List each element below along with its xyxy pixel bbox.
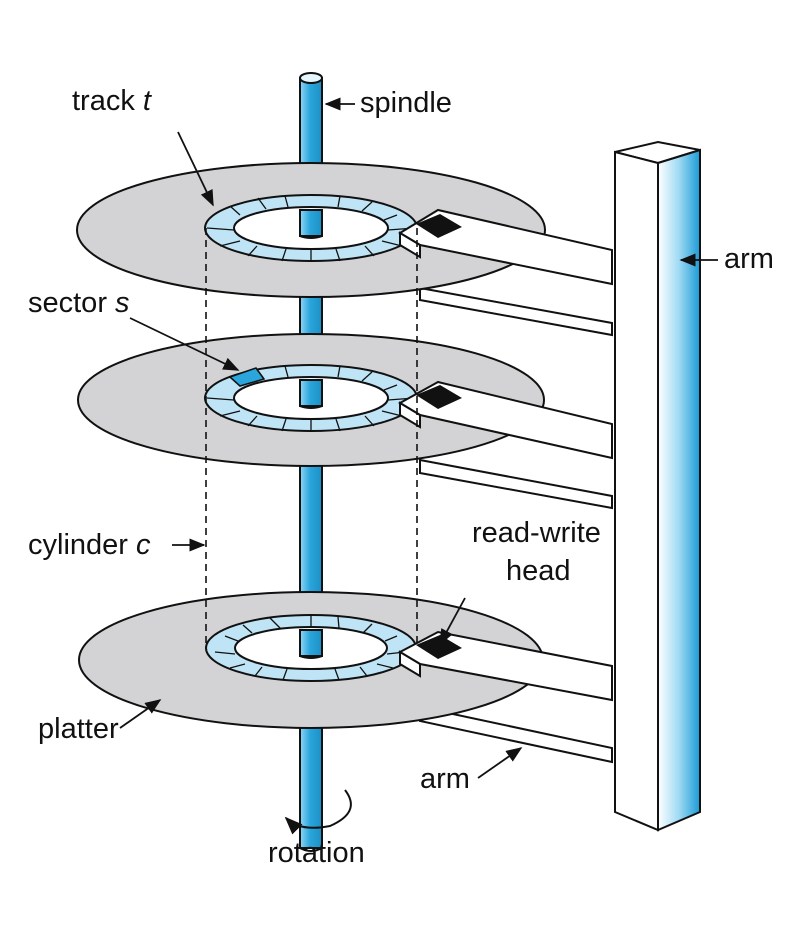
- read-write-leader: [439, 597, 466, 646]
- arm-top-label: arm: [724, 243, 774, 275]
- platter-2: [77, 333, 613, 510]
- read-write-label-line1: read-write: [472, 517, 601, 549]
- platter-leader: [119, 699, 162, 729]
- platter-3: [78, 591, 613, 764]
- track-sectors-3: [214, 615, 406, 681]
- rotation-label: rotation: [268, 837, 365, 869]
- track-sectors-2: [206, 365, 416, 432]
- rotation-arrow-icon: [284, 789, 352, 835]
- track-sectors-1: [206, 195, 416, 262]
- arm-column-left-face: [614, 150, 659, 832]
- sector-leader: [129, 317, 240, 371]
- spindle-top: [299, 72, 323, 84]
- platter-label: platter: [38, 713, 119, 745]
- read-write-head-1: [416, 214, 462, 238]
- track-leader: [177, 131, 214, 207]
- cylinder-outline: [205, 228, 418, 648]
- track-label: track t: [72, 85, 153, 117]
- arm-assembly: [614, 140, 701, 832]
- lower-arm-2: [419, 458, 613, 510]
- read-write-label-line2: head: [506, 555, 571, 587]
- read-write-head-3: [416, 635, 462, 659]
- spindle-label: spindle: [360, 87, 452, 119]
- arm-bottom-label: arm: [420, 763, 470, 795]
- platter-1: [76, 162, 613, 337]
- cylinder-label: cylinder c: [28, 529, 151, 561]
- read-write-head-2: [416, 385, 462, 409]
- lower-arm-1: [419, 286, 613, 337]
- arm-column-right-face: [657, 148, 701, 832]
- arm-bottom-leader: [477, 747, 523, 779]
- sector-label: sector s: [28, 287, 130, 319]
